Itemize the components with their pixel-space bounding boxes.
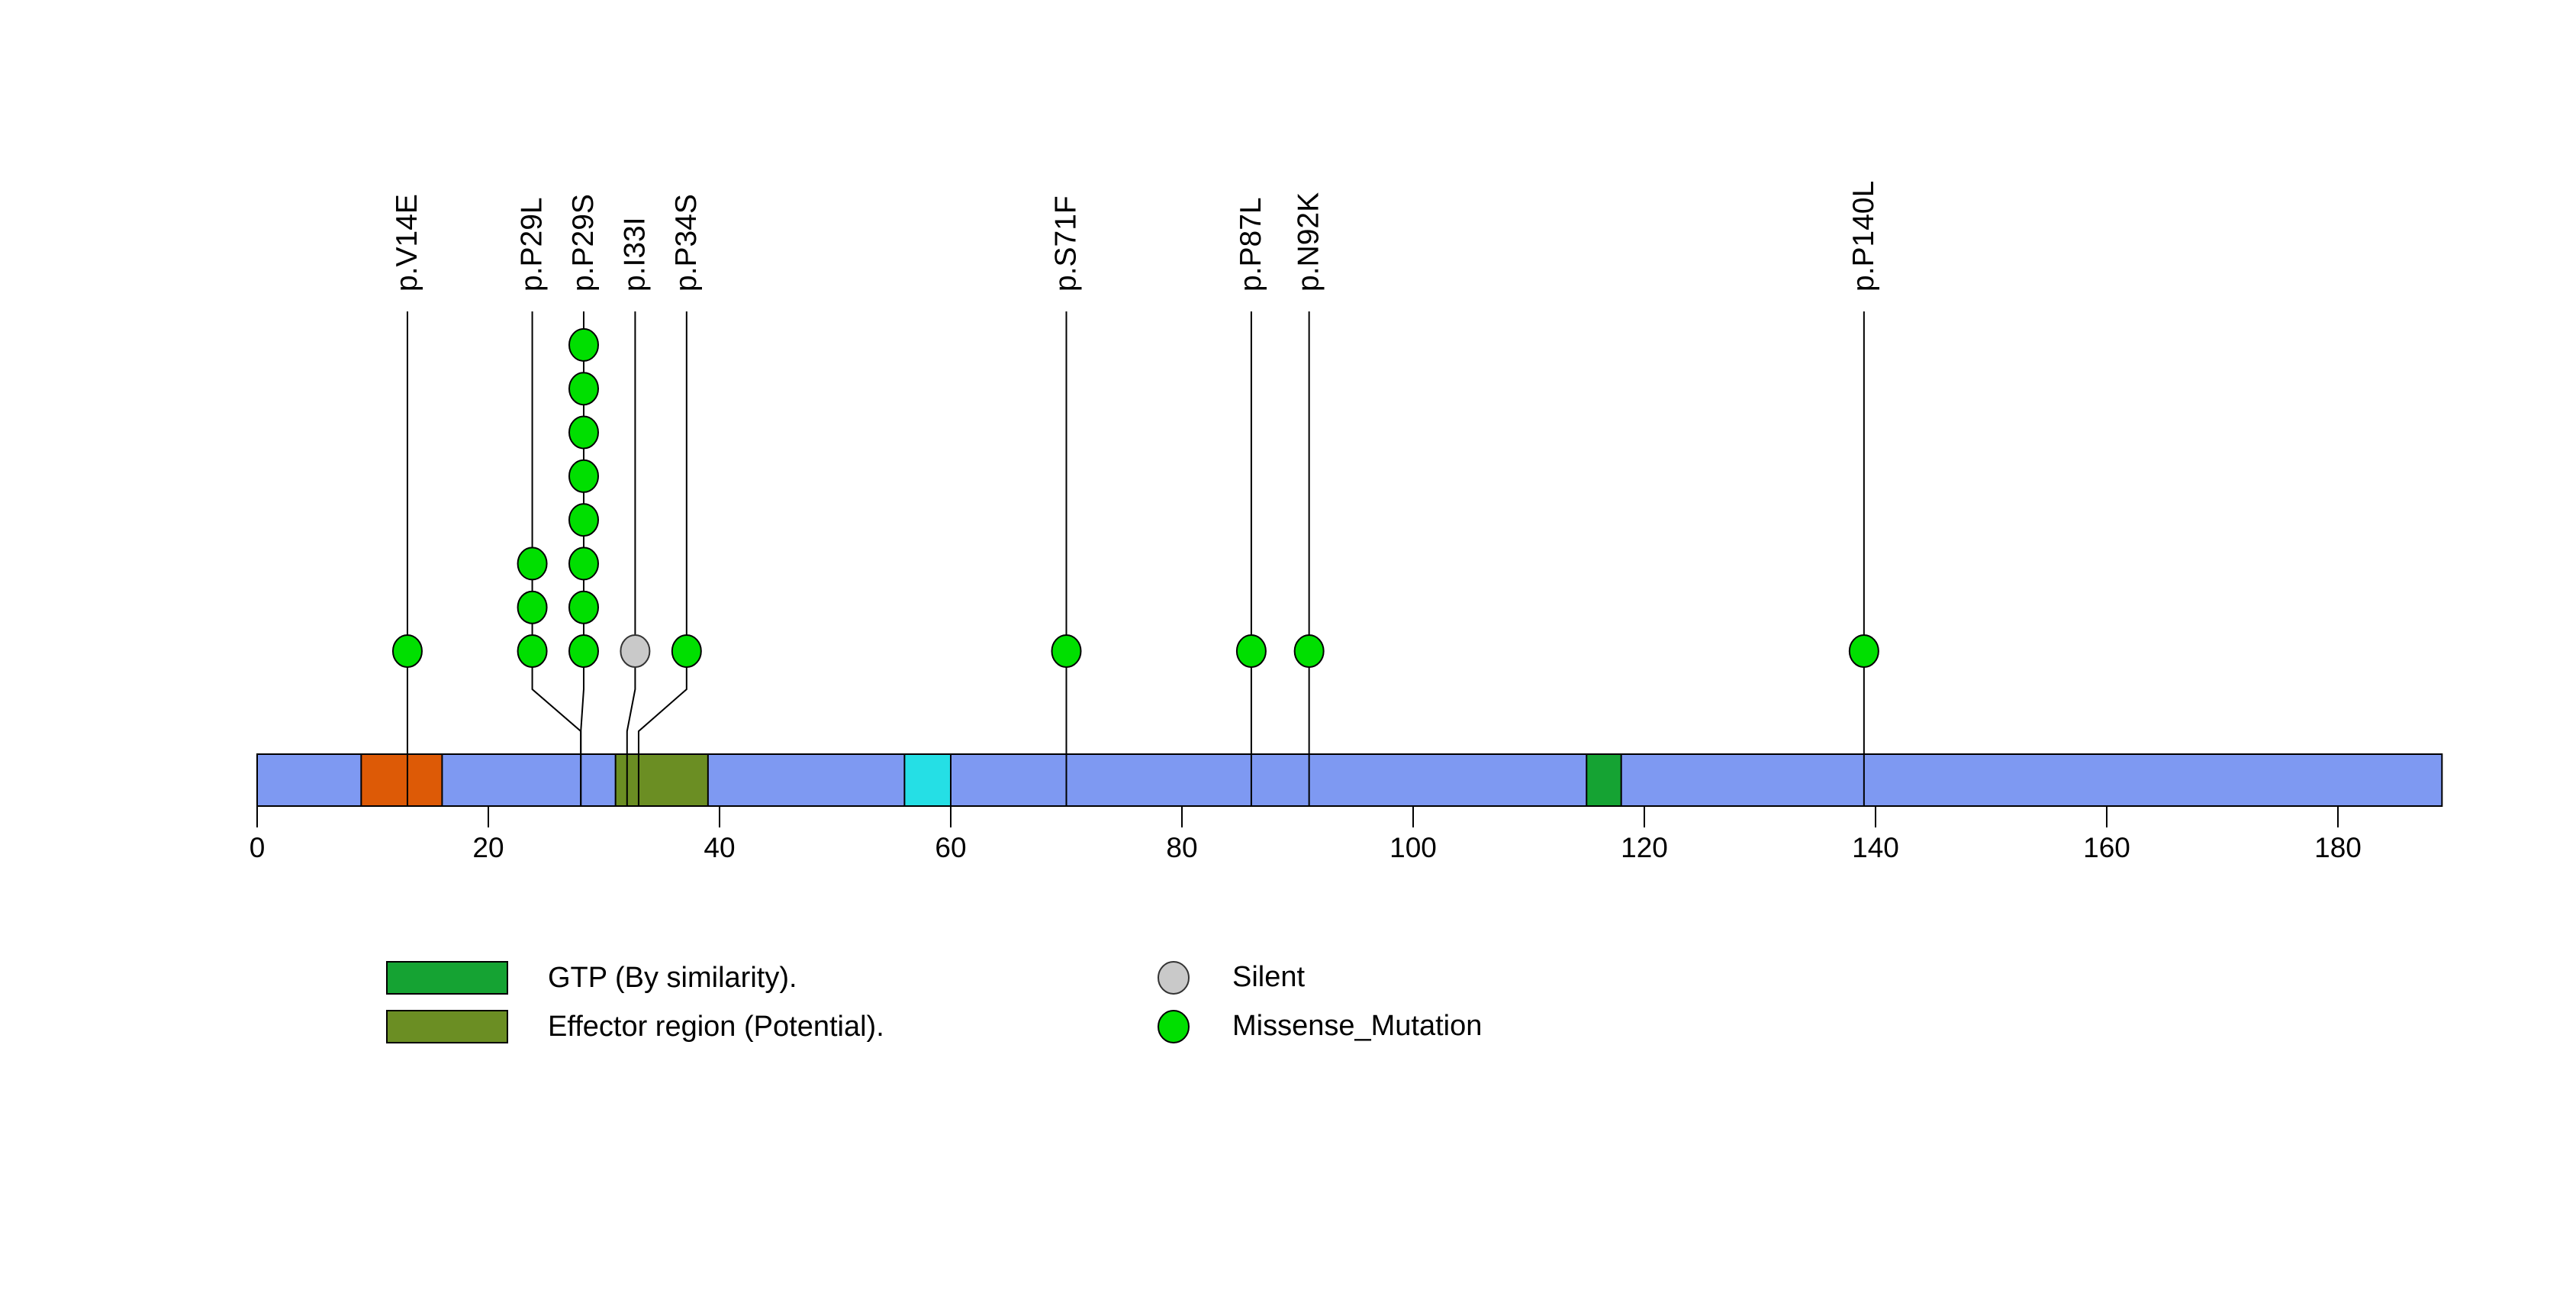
domain-3-gtp-by-similarity- [1586,753,1622,807]
mutation-marker-p.V14E-1 [391,634,423,668]
axis-tick-label-180: 180 [2314,832,2362,863]
legend-domain-label-1: Effector region (Potential). [548,1011,884,1043]
axis-tick-label-80: 80 [1166,832,1197,863]
mutation-marker-p.P29L-3 [517,547,548,581]
mutation-label-p.P140L: p.P140L [1847,181,1880,292]
mutation-marker-p.S71F-1 [1051,634,1082,668]
mutation-marker-p.P87L-1 [1235,634,1267,668]
domain-0-gtp-by-similarity- [360,753,443,807]
mutation-label-p.V14E: p.V14E [391,194,423,292]
legend-class-label-0: Silent [1232,961,1305,993]
legend-domain-label-0: GTP (By similarity). [548,962,797,994]
mutation-label-p.S71F: p.S71F [1050,195,1083,292]
domain-1-effector-region-potential- [614,753,709,807]
mutation-marker-p.P29S-8 [568,327,599,362]
protein-bar [256,753,2443,807]
mutation-label-p.I33I: p.I33I [618,217,651,292]
mutation-marker-p.P29S-6 [568,415,599,450]
mutation-marker-p.P29S-4 [568,503,599,537]
mutation-marker-p.N92K-1 [1293,634,1325,668]
legend-class-label-1: Missense_Mutation [1232,1010,1482,1042]
axis-tick-label-120: 120 [1621,832,1668,863]
legend-class-marker-1 [1158,1010,1190,1043]
mutation-marker-p.P29S-2 [568,590,599,624]
legend-domain-swatch-0 [386,961,508,995]
mutation-marker-p.P29S-5 [568,459,599,493]
axis-tick-label-0: 0 [250,832,266,863]
mutation-marker-p.P34S-1 [671,634,702,668]
axis-tick-label-140: 140 [1852,832,1899,863]
mutation-label-p.N92K: p.N92K [1293,192,1325,292]
axis-tick-label-60: 60 [935,832,966,863]
mutation-marker-p.P29S-1 [568,634,599,668]
mutation-stem-p.P34S [637,311,687,806]
mutation-label-p.P34S: p.P34S [670,194,703,292]
mutation-stem-p.P29S [580,311,584,806]
mutation-marker-p.P29L-2 [517,590,548,624]
mutation-marker-p.P29S-3 [568,547,599,581]
mutation-marker-p.P29S-7 [568,372,599,406]
mutation-stem-p.I33I [626,311,636,806]
mutation-marker-p.P29L-1 [517,634,548,668]
axis-tick-label-20: 20 [472,832,504,863]
mutation-label-p.P29S: p.P29S [567,194,600,292]
mutation-label-p.P87L: p.P87L [1235,197,1267,292]
axis-tick-label-160: 160 [2083,832,2130,863]
mutation-label-p.P29L: p.P29L [516,197,549,292]
legend-domain-swatch-1 [386,1010,508,1043]
mutation-marker-p.I33I-1 [620,634,651,668]
axis-tick-label-100: 100 [1389,832,1437,863]
domain-2-gtp-by-similarity- [903,753,952,807]
mutation-marker-p.P140L-1 [1848,634,1879,668]
legend-class-marker-0 [1158,961,1190,995]
axis-tick-label-40: 40 [704,832,735,863]
